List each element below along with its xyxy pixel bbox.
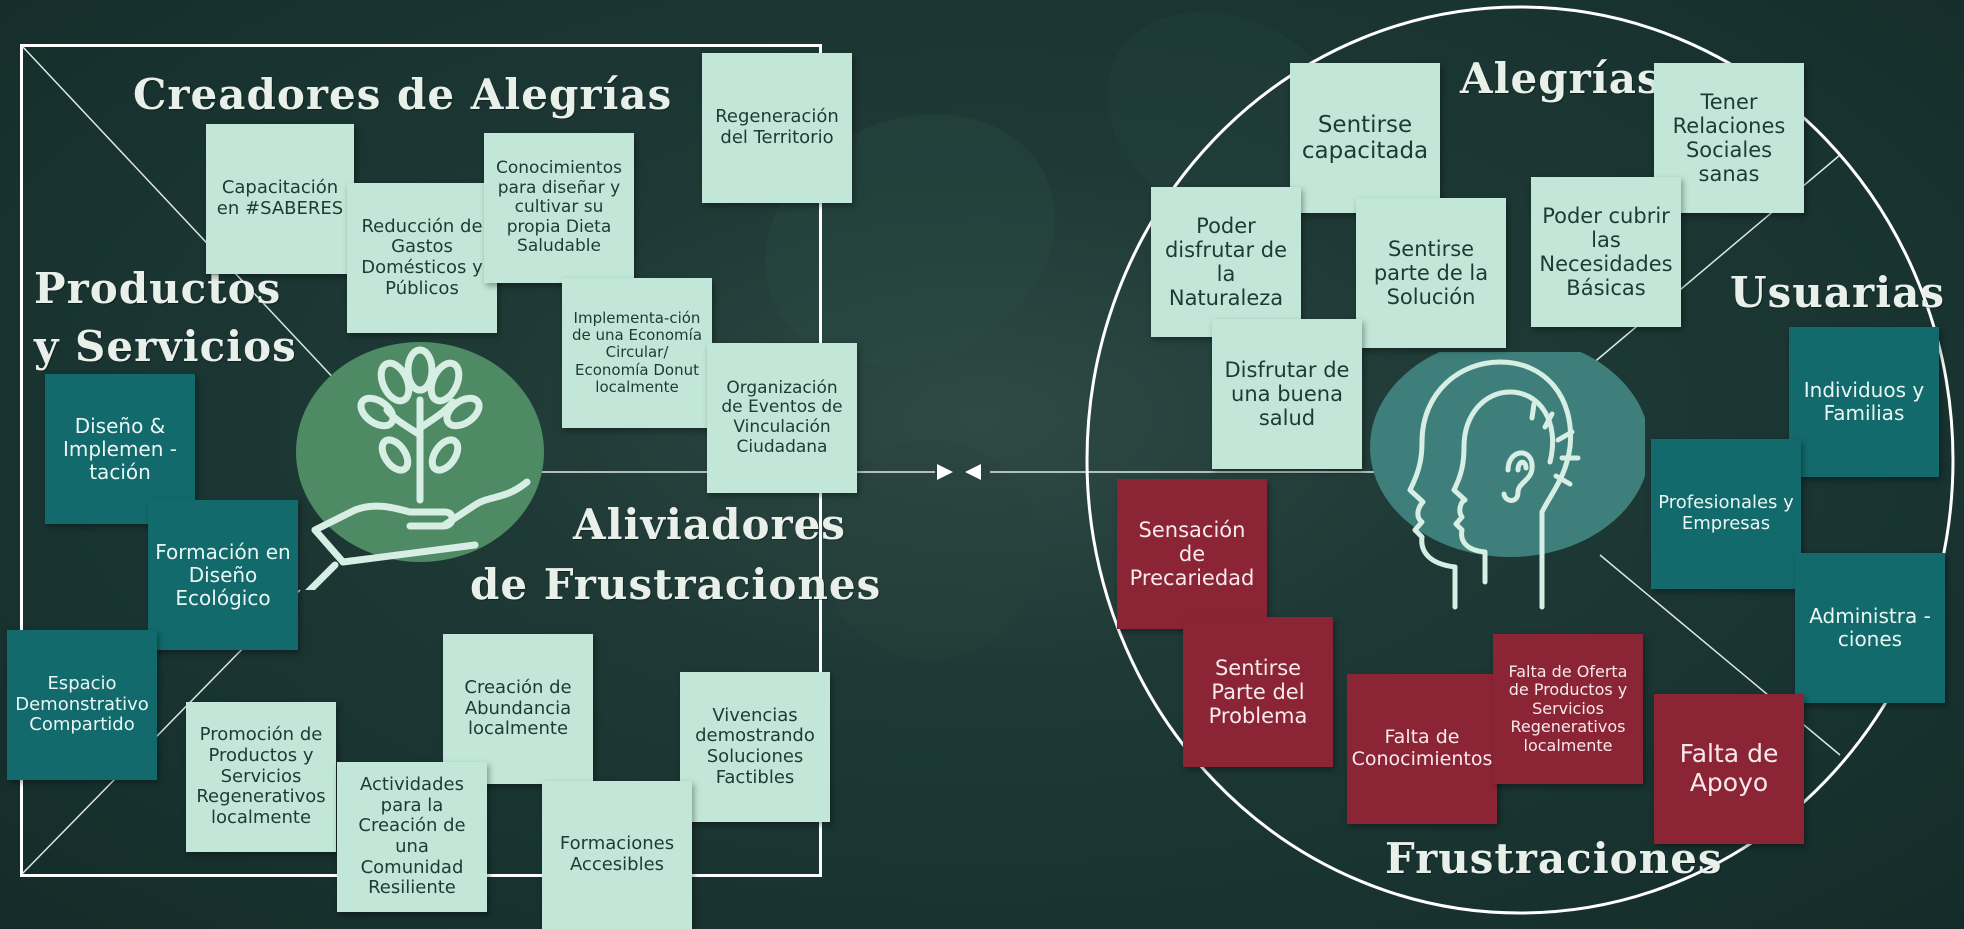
- sticky-note-productos: Diseño & Implemen -tación: [45, 374, 195, 524]
- double-arrow-left-icon: [937, 464, 981, 480]
- alegrias-heading: Alegrías: [1460, 54, 1662, 103]
- sticky-note-creadores: Implementa-ción de una Economía Circular…: [562, 278, 712, 428]
- productos-heading-line1: Productos: [34, 264, 282, 313]
- sticky-note-frustraciones: Falta de Conocimientos: [1347, 674, 1497, 824]
- head-listening-icon: [1360, 337, 1650, 632]
- sticky-note-frustraciones: Sentirse Parte del Problema: [1183, 617, 1333, 767]
- sticky-note-productos: Espacio Demonstrativo Compartido: [7, 630, 157, 780]
- sticky-note-alegrias: Poder cubrir las Necesidades Básicas: [1531, 177, 1681, 327]
- sticky-note-aliviadores: Creación de Abundancia localmente: [443, 634, 593, 784]
- sticky-note-alegrias: Sentirse parte de la Solución: [1356, 198, 1506, 348]
- sticky-note-frustraciones: Sensación de Precariedad: [1117, 479, 1267, 629]
- sticky-note-usuarias: Profesionales y Empresas: [1651, 439, 1801, 589]
- sticky-note-frustraciones: Falta de Oferta de Productos y Servicios…: [1493, 634, 1643, 784]
- aliviadores-heading-line2: de Frustraciones: [470, 560, 882, 609]
- sticky-note-creadores: Regeneración del Territorio: [702, 53, 852, 203]
- creadores-heading: Creadores de Alegrías: [133, 70, 673, 119]
- sticky-note-frustraciones: Falta de Apoyo: [1654, 694, 1804, 844]
- sticky-note-usuarias: Administra -ciones: [1795, 553, 1945, 703]
- sticky-note-usuarias: Individuos y Familias: [1789, 327, 1939, 477]
- usuarias-heading: Usuarias: [1730, 268, 1945, 317]
- sticky-note-creadores: Organización de Eventos de Vinculación C…: [707, 343, 857, 493]
- sticky-note-aliviadores: Promoción de Productos y Servicios Regen…: [186, 702, 336, 852]
- sticky-note-productos: Formación en Diseño Ecológico: [148, 500, 298, 650]
- sticky-note-creadores: Capacitación en #SABERES: [206, 124, 354, 274]
- sticky-note-aliviadores: Actividades para la Creación de una Comu…: [337, 762, 487, 912]
- sticky-note-creadores: Conocimientos para diseñar y cultivar su…: [484, 133, 634, 283]
- aliviadores-heading-line1: Aliviadores: [573, 500, 846, 549]
- productos-heading-line2: y Servicios: [34, 322, 297, 371]
- sticky-note-creadores: Reducción de Gastos Domésticos y Público…: [347, 183, 497, 333]
- hand-holding-plant-icon: [286, 340, 545, 614]
- sticky-note-alegrias: Sentirse capacitada: [1290, 63, 1440, 213]
- sticky-note-alegrias: Poder disfrutar de la Naturaleza: [1151, 187, 1301, 337]
- sticky-note-alegrias: Disfrutar de una buena salud: [1212, 319, 1362, 469]
- sticky-note-aliviadores: Formaciones Accesibles: [542, 781, 692, 929]
- sticky-note-aliviadores: Vivencias demostrando Soluciones Factibl…: [680, 672, 830, 822]
- frustraciones-heading: Frustraciones: [1385, 834, 1723, 883]
